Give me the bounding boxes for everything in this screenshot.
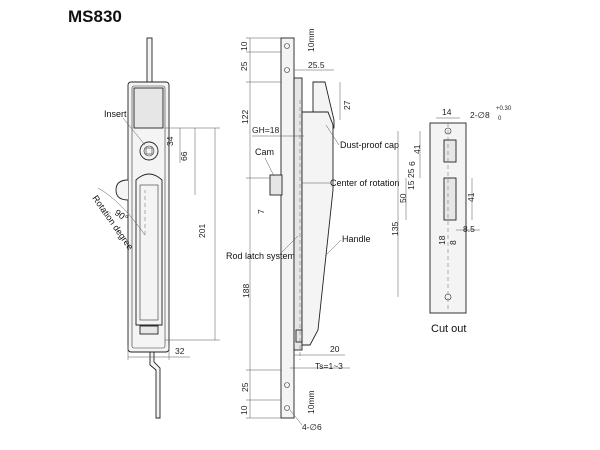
dim-14: 14 — [442, 107, 452, 117]
label-handle: Handle — [342, 234, 371, 244]
front-view: 34 66 201 32 Insert Rotation degree 90° — [90, 37, 220, 419]
cutout-view: 14 2-∅8 +0.30 0 41 6 25 15 50 41 135 8.5… — [390, 106, 512, 335]
dim-10-bottom: 10 — [239, 405, 249, 415]
plate-hole-3 — [284, 382, 290, 388]
leader-insert — [122, 117, 146, 146]
dim-gh: GH=18 — [252, 125, 279, 135]
leader-rod-latch — [277, 235, 299, 257]
dim-25-cutout: 25 — [406, 168, 416, 178]
dim-27: 27 — [342, 100, 352, 110]
dim-50: 50 — [398, 193, 408, 203]
dim-41b: 41 — [466, 192, 476, 202]
leader-handle — [324, 239, 342, 257]
dim-holes-bottom: 4-∅6 — [302, 422, 322, 432]
dim-25-top: 25 — [239, 61, 249, 71]
dim-tolerance: +0.30 — [496, 106, 512, 112]
handle-channel — [135, 173, 163, 326]
handle-profile — [301, 111, 334, 346]
cam-block — [269, 174, 283, 196]
dim-32: 32 — [175, 346, 185, 356]
dim-18: 18 — [437, 235, 447, 245]
dim-10mm-bottom: 10mm — [306, 390, 316, 414]
drawing-title: MS830 — [68, 7, 122, 26]
dim-tolerance-zero: 0 — [498, 116, 502, 122]
dim-8: 8 — [448, 240, 458, 245]
body-inner-outline — [131, 85, 166, 349]
rod-latch-block — [295, 329, 303, 343]
dim-41a: 41 — [412, 144, 422, 154]
insert-cylinder — [139, 141, 159, 161]
dim-holes-cutout: 2-∅8 — [470, 110, 490, 120]
label-insert: Insert — [104, 109, 127, 119]
label-center-rotation: Center of rotation — [330, 178, 400, 188]
handle-slot — [139, 184, 159, 321]
plate-hole-1 — [284, 43, 290, 49]
cutout-lower-window — [443, 177, 457, 221]
rotation-arc — [97, 187, 146, 236]
dim-25-5: 25.5 — [308, 60, 325, 70]
dim-15: 15 — [406, 180, 416, 190]
dim-10mm-top: 10mm — [306, 28, 316, 52]
housing-side — [293, 77, 303, 351]
plate-hole-4 — [284, 405, 290, 411]
plate-hole-2 — [284, 67, 290, 73]
insert-square — [145, 147, 153, 155]
dim-34: 34 — [165, 136, 175, 146]
dim-8-5: 8.5 — [463, 224, 475, 234]
label-cam: Cam — [255, 147, 274, 157]
dim-188: 188 — [241, 284, 251, 298]
insert-core — [143, 145, 155, 157]
leader-holes — [289, 409, 303, 426]
top-rod — [146, 37, 153, 85]
dim-201: 201 — [197, 224, 207, 238]
leader-dust-cap — [325, 124, 340, 146]
finger-tab — [115, 179, 129, 201]
mounting-plate — [280, 37, 295, 419]
dim-135: 135 — [390, 222, 400, 236]
dim-20: 20 — [330, 344, 340, 354]
label-cut-out: Cut out — [431, 323, 466, 335]
bottom-detail — [139, 325, 159, 335]
cutout-upper-window — [443, 139, 457, 163]
dim-66: 66 — [179, 151, 189, 161]
label-rod-latch: Rod latch system — [226, 251, 295, 261]
leader-cam — [264, 157, 275, 177]
top-block — [133, 87, 164, 129]
dim-7: 7 — [256, 209, 266, 214]
side-view: 10 25 122 188 25 10 25.5 27 10mm 10mm GH… — [226, 28, 400, 432]
dim-25-bottom: 25 — [240, 382, 250, 392]
label-dust-cap: Dust-proof cap — [340, 140, 399, 150]
dim-6: 6 — [407, 161, 417, 166]
dim-ts: Ts=1~3 — [315, 361, 343, 371]
dim-122: 122 — [240, 110, 250, 124]
dim-10-top: 10 — [239, 41, 249, 51]
bottom-rod — [149, 351, 161, 419]
